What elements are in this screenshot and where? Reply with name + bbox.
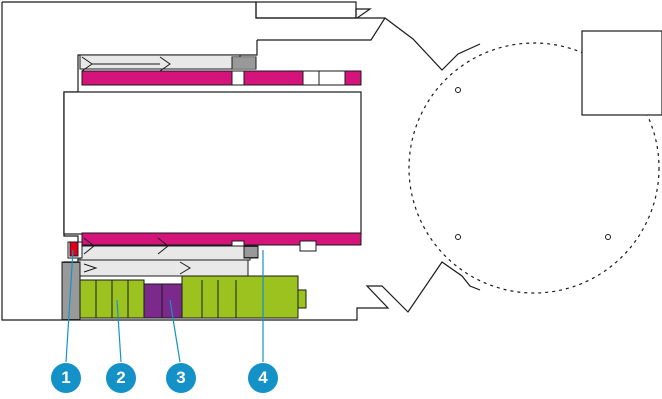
flange-mount-block	[581, 30, 662, 116]
upper-sleeve	[79, 54, 362, 86]
leader-lines	[65, 249, 264, 363]
lower-sleeve	[67, 232, 362, 277]
red-seal-element	[69, 241, 79, 257]
housing-outline	[1, 1, 481, 321]
callout-1: 1	[51, 363, 81, 393]
seal-purple-center	[143, 283, 183, 319]
flange	[408, 30, 662, 294]
callout-3: 3	[166, 363, 196, 393]
sleeve-magenta-bottom	[81, 232, 362, 246]
callout-4: 4	[248, 363, 278, 393]
shaft-bore	[63, 17, 386, 263]
housing-top-block	[255, 1, 357, 19]
bolt-hole	[455, 234, 461, 240]
bolt-hole	[455, 87, 461, 93]
bolt-hole	[605, 234, 611, 240]
callout-2: 2	[106, 363, 136, 393]
seal-green-right	[181, 275, 299, 319]
seal-pack	[61, 261, 307, 321]
